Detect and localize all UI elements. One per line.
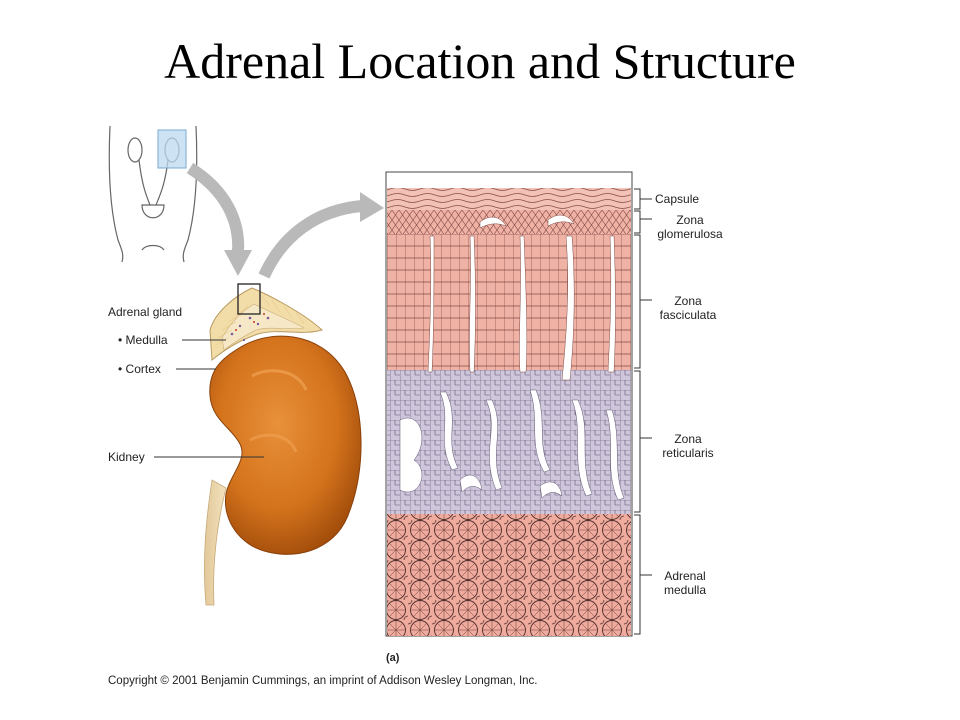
left-leader-lines [154, 339, 264, 458]
zoom-arrow-1 [186, 162, 252, 276]
label-zona-reticularis-line1: Zona [674, 432, 702, 446]
label-cortex: • Cortex [118, 362, 161, 376]
label-zona-glomerulosa: Zona glomerulosa [652, 213, 728, 241]
label-zona-fasciculata-line1: Zona [674, 294, 702, 308]
ureter [204, 479, 227, 606]
label-zona-glomerulosa-line1: Zona [676, 213, 704, 227]
label-medulla: • Medulla [118, 333, 168, 347]
medulla-layer [387, 514, 631, 636]
layer-brackets [634, 188, 652, 635]
sinusoids [427, 214, 616, 381]
label-adrenal-medulla: Adrenal medulla [652, 569, 718, 597]
label-adrenal-medulla-line2: medulla [663, 583, 707, 597]
label-zona-reticularis-line2: reticularis [662, 446, 714, 460]
highlight-box [157, 129, 187, 169]
page-title: Adrenal Location and Structure [164, 33, 796, 89]
label-kidney: Kidney [108, 450, 145, 464]
label-zona-glomerulosa-line2: glomerulosa [657, 227, 723, 241]
kidney-illustration [209, 335, 362, 555]
tissue-section [385, 171, 633, 637]
label-zona-reticularis: Zona reticularis [652, 432, 724, 460]
label-zona-fasciculata: Zona fasciculata [652, 294, 724, 322]
zoom-arrow-2 [258, 192, 384, 279]
reticularis-layer [387, 370, 631, 514]
zoom-region-box [237, 283, 261, 315]
panel-letter: (a) [386, 652, 400, 664]
label-zona-fasciculata-line2: fasciculata [659, 308, 717, 322]
label-adrenal-gland: Adrenal gland [108, 305, 183, 319]
label-adrenal-medulla-line1: Adrenal [664, 569, 706, 583]
fasciculata-layer [387, 234, 631, 370]
capsule-layer [387, 188, 631, 210]
label-capsule: Capsule [655, 192, 700, 206]
copyright-notice: Copyright © 2001 Benjamin Cummings, an i… [108, 675, 538, 687]
reticularis-sinusoids [399, 389, 625, 501]
glomerulosa-layer [387, 210, 631, 234]
